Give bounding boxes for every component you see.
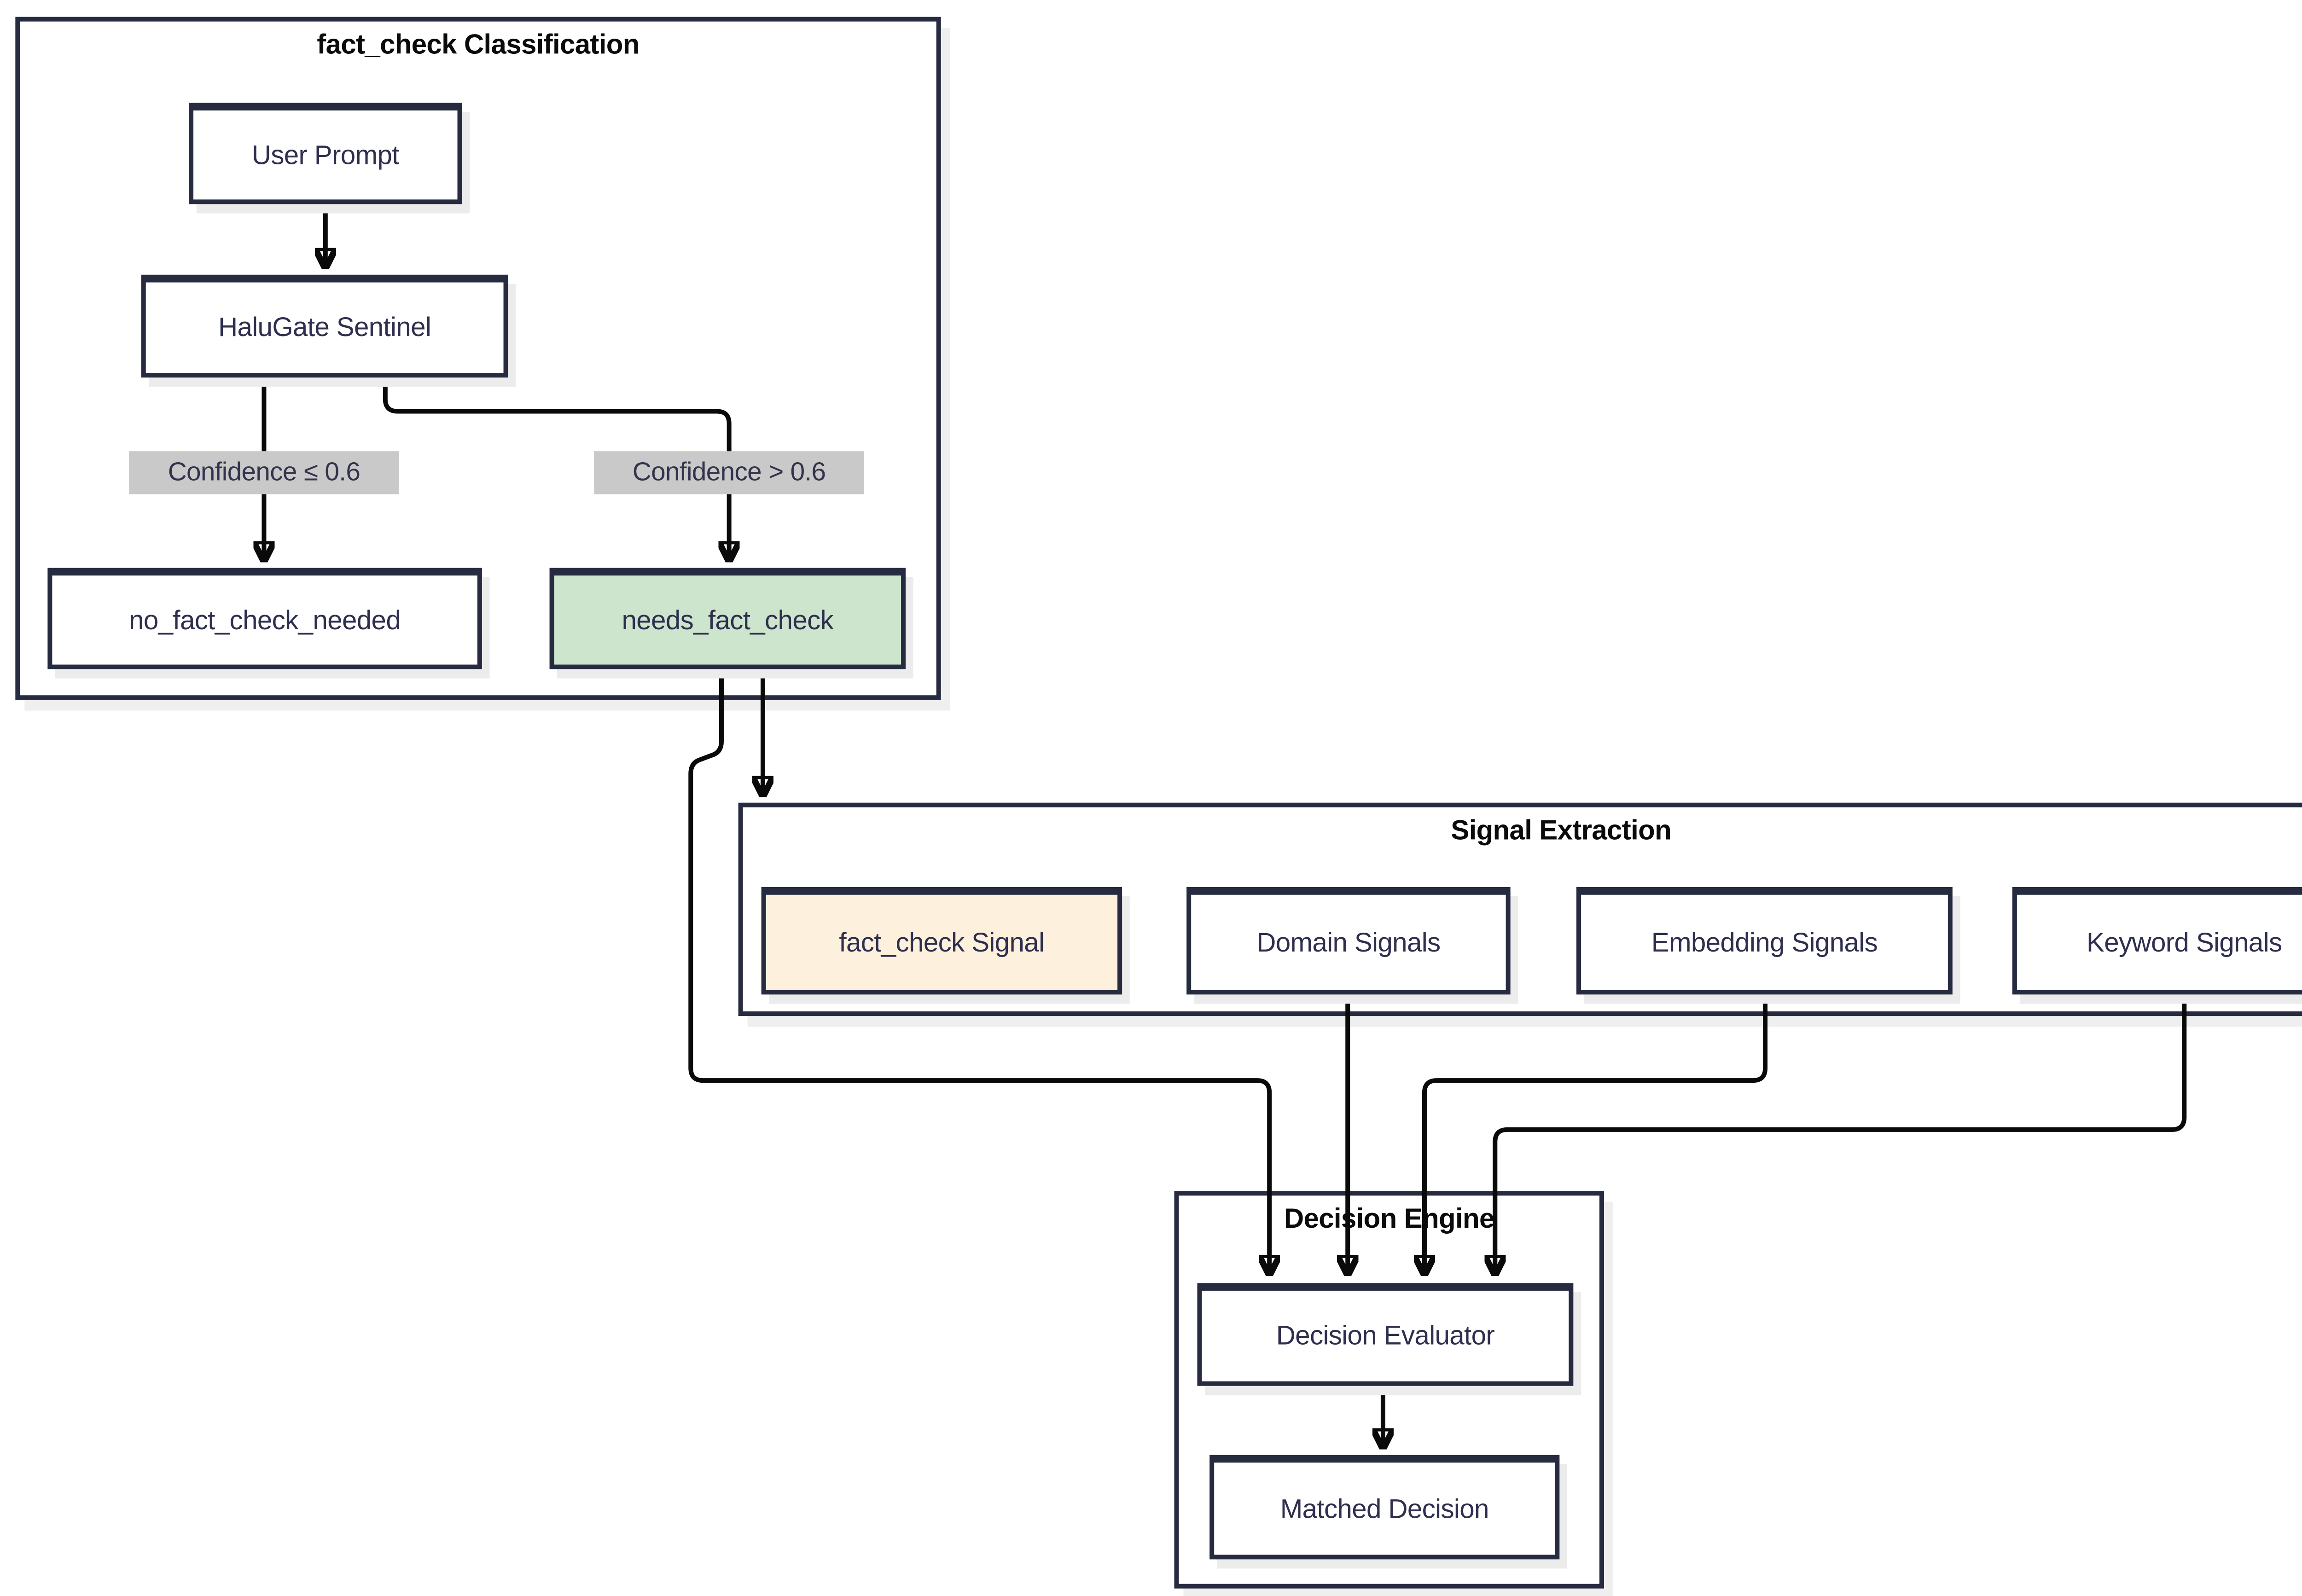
node-no-fact-check-needed-label: no_fact_check_needed [129,604,401,635]
edge-needsfactcheck-evaluator [688,669,1269,1274]
node-decision-evaluator-label: Decision Evaluator [1276,1320,1495,1351]
node-domain-signals-label: Domain Signals [1256,926,1441,957]
subgraph-signal-extraction: Signal Extraction [738,802,2302,1016]
node-halugate-sentinel-label: HaluGate Sentinel [218,311,431,342]
node-needs-fact-check: needs_fact_check [549,568,906,669]
node-fact-check-signal-label: fact_check Signal [839,926,1045,957]
node-matched-decision-label: Matched Decision [1280,1492,1489,1523]
node-embedding-signals: Embedding Signals [1576,887,1953,995]
node-user-prompt: User Prompt [189,103,462,204]
node-matched-decision: Matched Decision [1209,1455,1560,1560]
node-user-prompt-label: User Prompt [251,139,400,170]
node-keyword-signals: Keyword Signals [2012,887,2302,995]
edge-embedding-evaluator [1424,994,1768,1274]
edge-label-confidence-high: Confidence > 0.6 [594,451,865,494]
edge-label-confidence-low-text: Confidence ≤ 0.6 [168,457,360,487]
subgraph-fact-check-classification: fact_check Classification [15,17,941,700]
node-keyword-signals-label: Keyword Signals [2086,926,2282,957]
node-fact-check-signal: fact_check Signal [761,887,1122,995]
node-domain-signals: Domain Signals [1186,887,1511,995]
node-no-fact-check-needed: no_fact_check_needed [47,568,482,669]
subgraph-decision-engine: Decision Engine [1174,1191,1604,1589]
node-halugate-sentinel: HaluGate Sentinel [141,274,508,378]
edge-label-confidence-low: Confidence ≤ 0.6 [129,451,399,494]
subgraph-title-classification: fact_check Classification [317,29,639,60]
node-decision-evaluator: Decision Evaluator [1197,1283,1574,1386]
node-needs-fact-check-label: needs_fact_check [622,604,834,635]
subgraph-title-decision-engine: Decision Engine [1284,1203,1495,1234]
edge-halugate-needsfactcheck [383,377,729,560]
edge-label-confidence-high-text: Confidence > 0.6 [632,457,826,487]
subgraph-title-signal-extraction: Signal Extraction [1451,815,1672,846]
edge-keyword-evaluator [1495,994,2187,1274]
node-embedding-signals-label: Embedding Signals [1651,926,1878,957]
